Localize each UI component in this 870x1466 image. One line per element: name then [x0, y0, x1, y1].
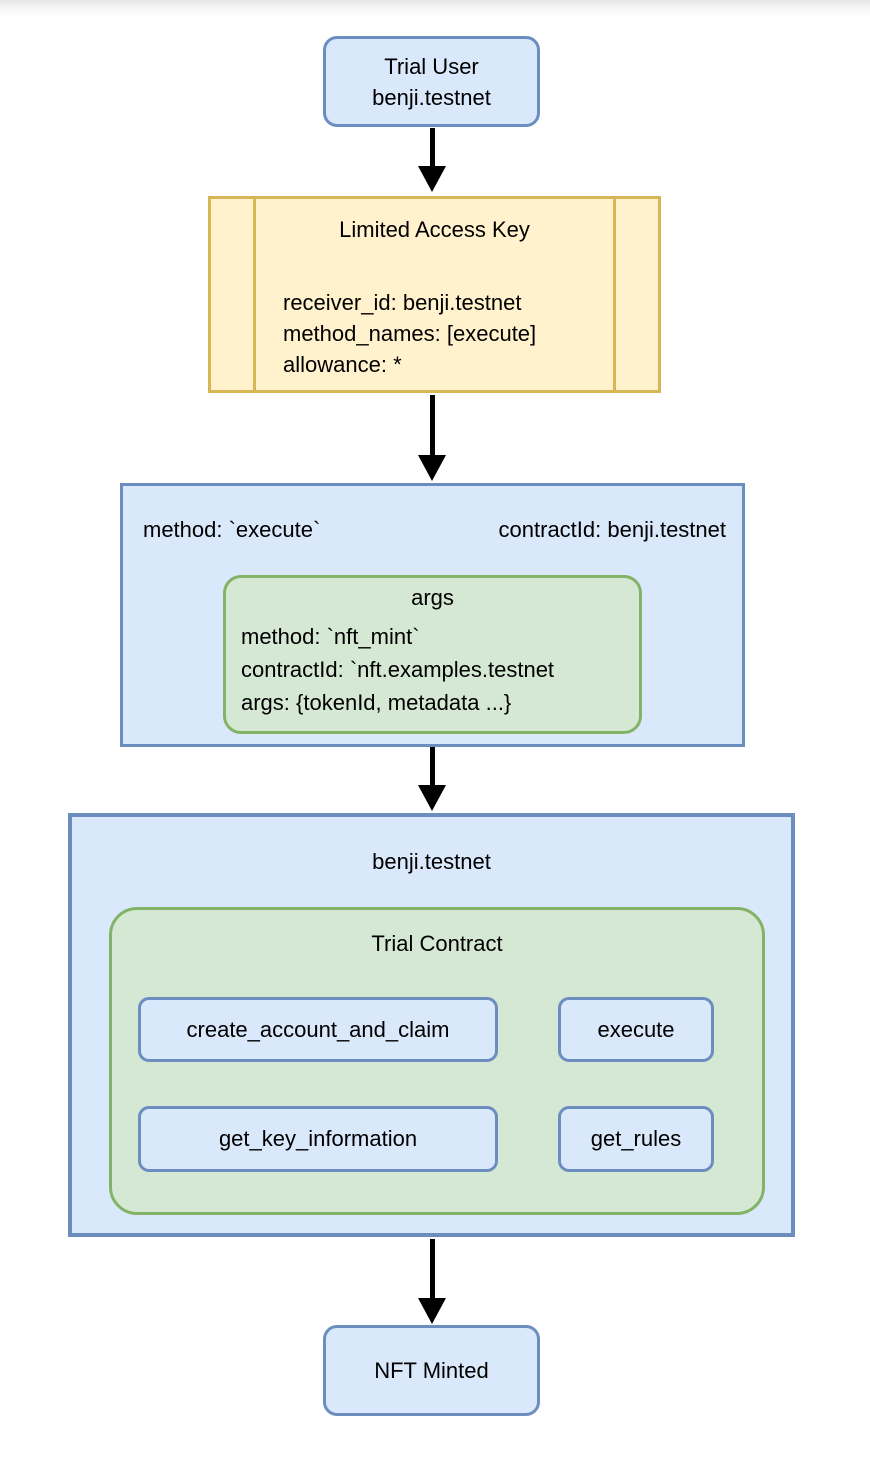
args-field: method: `nft_mint`	[241, 624, 420, 649]
access-key-fields: receiver_id: benji.testnet method_names:…	[283, 287, 536, 380]
contract-method-execute: execute	[558, 997, 714, 1062]
arrow-line	[429, 128, 435, 166]
access-key-title: Limited Access Key	[339, 217, 530, 242]
contract-method-get-rules: get_rules	[558, 1106, 714, 1172]
page-top-shadow	[0, 0, 870, 16]
trial-user-title: Trial User	[384, 53, 479, 79]
nft-minted-node: NFT Minted	[323, 1325, 540, 1416]
account-title: benji.testnet	[372, 849, 491, 874]
trial-contract-title: Trial Contract	[371, 931, 503, 956]
trial-user-node: Trial User benji.testnet	[323, 36, 540, 127]
access-key-field: receiver_id: benji.testnet	[283, 290, 522, 315]
arrow-line	[429, 747, 435, 785]
down-arrow-connector	[418, 747, 446, 811]
args-node: args method: `nft_mint` contractId: `nft…	[223, 575, 642, 734]
arrow-line	[429, 395, 435, 455]
args-fields: method: `nft_mint` contractId: `nft.exam…	[241, 620, 554, 719]
process-side-bar	[613, 199, 616, 390]
contract-method-get-key-information: get_key_information	[138, 1106, 498, 1172]
arrow-head-icon	[418, 1298, 446, 1324]
call-method-label: method: `execute`	[143, 517, 321, 542]
contract-method-label: create_account_and_claim	[186, 1016, 450, 1042]
trial-user-account: benji.testnet	[372, 84, 491, 110]
access-key-field: method_names: [execute]	[283, 321, 537, 346]
process-side-bar	[253, 199, 256, 390]
down-arrow-connector	[418, 128, 446, 192]
args-title: args	[411, 585, 454, 610]
down-arrow-connector	[418, 1239, 446, 1324]
execute-call-node: method: `execute` contractId: benji.test…	[120, 483, 745, 747]
arrow-head-icon	[418, 455, 446, 481]
args-field: args: {tokenId, metadata ...}	[241, 690, 512, 715]
args-field: contractId: `nft.examples.testnet	[241, 657, 555, 682]
down-arrow-connector	[418, 395, 446, 481]
call-contract-label: contractId: benji.testnet	[498, 517, 726, 542]
contract-method-label: get_key_information	[218, 1126, 418, 1151]
nft-minted-label: NFT Minted	[374, 1358, 489, 1383]
arrow-line	[429, 1239, 435, 1298]
contract-method-label: execute	[597, 1016, 675, 1042]
contract-method-label: get_rules	[590, 1126, 682, 1151]
trial-contract-node: Trial Contract create_account_and_claim …	[109, 907, 765, 1215]
access-key-field: allowance: *	[283, 352, 402, 377]
arrow-head-icon	[418, 166, 446, 192]
account-node: benji.testnet Trial Contract create_acco…	[68, 813, 795, 1237]
contract-method-create-account-and-claim: create_account_and_claim	[138, 997, 498, 1062]
limited-access-key-node: Limited Access Key receiver_id: benji.te…	[208, 196, 661, 393]
arrow-head-icon	[418, 785, 446, 811]
